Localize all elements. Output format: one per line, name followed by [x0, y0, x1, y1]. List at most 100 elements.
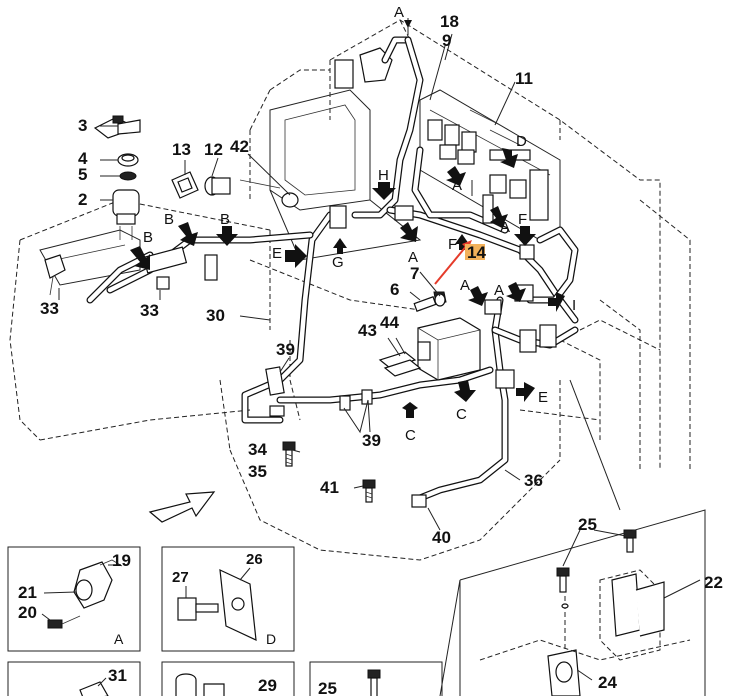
arrow-f-mid [455, 234, 469, 250]
arrow-c2 [454, 380, 476, 402]
callout-14: 14 [467, 243, 486, 262]
arrow-a-top [404, 20, 412, 28]
detail-box-d [161, 546, 295, 652]
callout-f-top: F [518, 211, 527, 228]
callout-12: 12 [204, 140, 223, 159]
callout-f-mid: F [448, 236, 457, 253]
callout-2: 2 [78, 190, 87, 209]
arrow-b2 [178, 222, 198, 246]
arrow-e-right [516, 382, 535, 402]
key-switch-parts [93, 115, 141, 240]
callout-b3: B [143, 229, 153, 246]
callout-b1: B [164, 211, 174, 228]
callout-h: H [378, 167, 389, 184]
callout-39b: 39 [362, 431, 381, 450]
box-d-part-27: 27 [172, 569, 189, 586]
callout-22: 22 [704, 573, 723, 592]
box-a-letter: A [114, 631, 124, 647]
box-d-part-26: 26 [246, 551, 263, 568]
controller-box [378, 317, 481, 381]
callout-44: 44 [380, 313, 399, 332]
arrow-f-top [514, 226, 536, 246]
callout-25a: 25 [578, 515, 597, 534]
callout-13: 13 [172, 140, 191, 159]
callout-9: 9 [442, 31, 451, 50]
callout-11: 11 [515, 69, 533, 88]
detail-box-bottom-1 [7, 661, 141, 696]
arrow-c1 [402, 402, 418, 418]
callout-d: D [516, 133, 527, 150]
box-b3-part-31: 31 [108, 666, 127, 685]
detail-box-bottom-3 [309, 661, 443, 696]
callout-e-right: E [538, 389, 548, 406]
arrow-a-mid [400, 222, 418, 242]
callout-39a: 39 [276, 340, 295, 359]
detail-box-a [7, 546, 141, 652]
callout-6: 6 [390, 280, 399, 299]
nut-7 [434, 293, 446, 307]
callout-3: 3 [78, 116, 87, 135]
callout-a-lower: A [460, 277, 470, 294]
enlarged-view [459, 509, 706, 696]
callout-33a: 33 [40, 299, 59, 318]
arrow-g [333, 238, 347, 254]
callout-a-top: A [394, 4, 404, 21]
leader-lines [58, 18, 701, 696]
detail-box-labels: 19 21 20 A 26 27 D 31 29 25 [18, 551, 337, 696]
box-a-part-20: 20 [18, 603, 37, 622]
bolt-35 [282, 441, 296, 467]
arrow-a-right1 [446, 166, 466, 186]
callout-33b: 33 [140, 301, 159, 320]
arrow-a-lower2 [506, 282, 526, 302]
misc-parts-top [171, 171, 299, 208]
callout-i: I [572, 297, 576, 314]
callout-43: 43 [358, 321, 377, 340]
callout-a-mid: A [452, 177, 462, 194]
arrow-a-lower [468, 286, 488, 306]
callout-34: 34 [248, 440, 267, 459]
callout-a-bottom: A [408, 249, 418, 266]
callout-g: G [332, 254, 344, 271]
top-connector [334, 36, 412, 89]
highlight-14 [465, 244, 485, 260]
bolt-41 [362, 479, 376, 503]
callout-41: 41 [320, 478, 339, 497]
arrow-d [500, 148, 518, 168]
arrow-b3 [216, 226, 238, 246]
callout-18: 18 [440, 12, 459, 31]
left-bracket [39, 229, 218, 304]
callout-c1: C [405, 427, 416, 444]
callout-36: 36 [524, 471, 543, 490]
callout-7: 7 [410, 264, 419, 283]
callout-40: 40 [432, 528, 451, 547]
arrow-a-right2 [490, 206, 508, 228]
arrow-i [548, 292, 565, 312]
callout-5: 5 [78, 165, 87, 184]
callout-labels: A 18 9 11 D 3 4 5 2 13 12 42 H A A F F 1… [40, 4, 723, 692]
callout-35: 35 [248, 462, 267, 481]
callout-42: 42 [230, 137, 249, 156]
arrow-e-left [285, 244, 307, 268]
box-a-part-19: 19 [112, 551, 131, 570]
detail-box-bottom-2 [161, 661, 295, 696]
box-a-part-21: 21 [18, 583, 37, 602]
orientation-arrow [148, 491, 216, 523]
callout-a-lower2: A [494, 282, 504, 299]
callout-a-right: A [500, 219, 510, 236]
callout-30: 30 [206, 306, 225, 325]
callout-c2: C [456, 406, 467, 423]
arrow-b1 [130, 246, 150, 270]
harness-clamps [265, 194, 557, 508]
box-b5-part-25: 25 [318, 679, 337, 696]
bolts [282, 291, 637, 593]
callout-4: 4 [78, 149, 88, 168]
box-d-letter: D [266, 631, 276, 647]
callout-e-left: E [272, 245, 282, 262]
direction-arrows [130, 20, 565, 418]
bolt-25 [556, 529, 637, 593]
arrow-down-h [372, 182, 396, 200]
box-b4-part-29: 29 [258, 676, 277, 695]
callout-b2: B [220, 211, 230, 228]
callout-24: 24 [598, 673, 617, 692]
